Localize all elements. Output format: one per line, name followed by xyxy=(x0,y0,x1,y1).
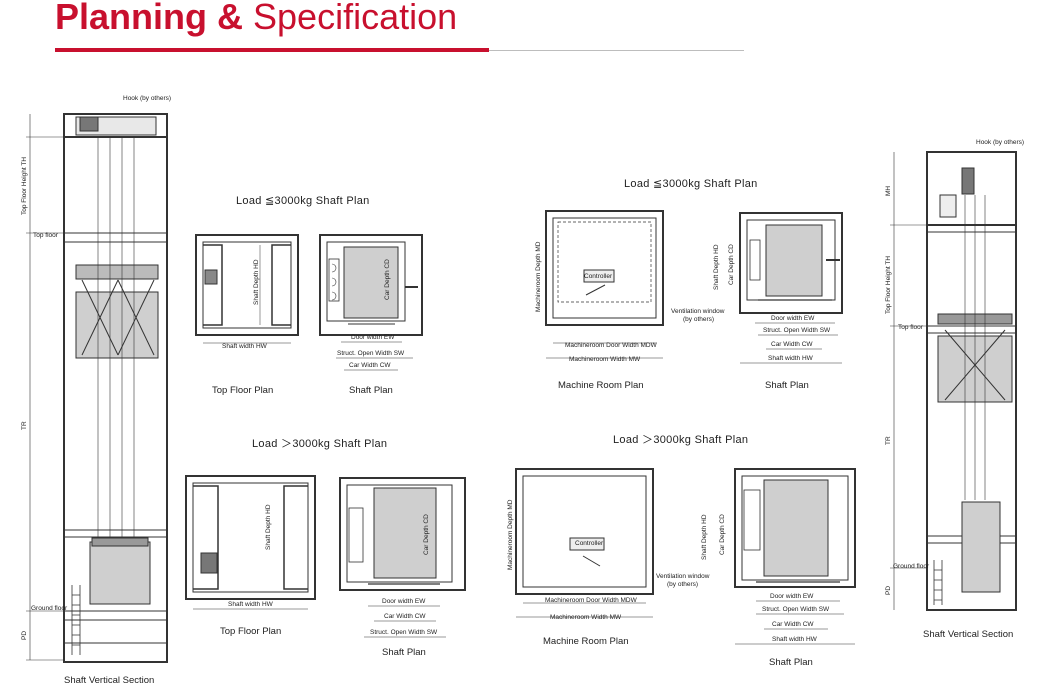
heading-gt-right: Load ＞3000kg Shaft Plan xyxy=(613,434,748,446)
page-title-bold: Planning & xyxy=(55,0,243,37)
md-label-1: Machineroom Depth MD xyxy=(535,241,542,312)
title-accent-rule xyxy=(55,48,489,52)
machine-room-plan-le: Machineroom Depth MD Controller Ventilat… xyxy=(535,210,725,391)
top-floor-plan-gt: Shaft Depth HD Shaft width HW Top Floor … xyxy=(185,475,316,637)
cd-label-4: Car Depth CD xyxy=(719,514,726,555)
left-hook-label: Hook (by others) xyxy=(123,95,171,102)
left-ground-floor-label: Ground floor xyxy=(31,605,68,612)
caption-shaft-plan-2: Shaft Plan xyxy=(765,380,809,391)
cd-label-2: Car Depth CD xyxy=(728,244,735,285)
caption-shaft-plan-4: Shaft Plan xyxy=(769,657,813,668)
left-upper-car xyxy=(75,291,159,359)
right-th-label: Top Floor Height TH xyxy=(885,256,892,314)
right-pd-label: PD xyxy=(885,586,892,595)
top-floor-plan-le: Shaft Depth HD Shaft width HW Top Floor … xyxy=(195,234,299,396)
mdw-label-1: Machineroom Door Width MDW xyxy=(565,342,658,349)
ew-label-3: Door width EW xyxy=(382,598,426,605)
ew-label-4: Door width EW xyxy=(770,593,814,600)
caption-top-floor-plan-1: Top Floor Plan xyxy=(212,385,273,396)
hw-label-1: Shaft width HW xyxy=(222,343,268,350)
left-th-label: Top Floor Height TH xyxy=(21,157,28,215)
right-tr-label: TR xyxy=(885,436,892,445)
heading-le-right: Load ≦3000kg Shaft Plan xyxy=(624,178,758,190)
left-pd-label: PD xyxy=(21,631,28,640)
ew-label-2: Door width EW xyxy=(771,315,815,322)
sw-label-3: Struct. Open Width SW xyxy=(370,629,438,636)
caption-shaft-plan-1: Shaft Plan xyxy=(349,385,393,396)
sw-label-2: Struct. Open Width SW xyxy=(763,327,831,334)
shaft-plan-gt-left: Car Depth CD Door width EW Car Width CW … xyxy=(339,477,466,658)
vent-label-1: Ventilation window xyxy=(671,308,725,315)
shaft-plan-gt-right: Shaft Depth HD Car Depth CD Door width E… xyxy=(701,468,856,668)
shaft-plan-le-left: Car Depth CD Door width EW Struct. Open … xyxy=(319,234,423,396)
right-ground-floor-label: Ground floor xyxy=(893,563,930,570)
by-others-label-2: (by others) xyxy=(667,581,698,588)
mw-label-2: Machineroom Width MW xyxy=(550,614,622,621)
right-lower-car xyxy=(961,501,1001,593)
right-hook-label: Hook (by others) xyxy=(976,139,1024,146)
cw-label-4: Car Width CW xyxy=(772,621,814,628)
shaft-plan-le-right: Shaft Depth HD Car Depth CD Door width E… xyxy=(713,212,843,391)
mw-label-1: Machineroom Width MW xyxy=(569,356,641,363)
page-title-light: Specification xyxy=(253,0,458,37)
heading-le-left: Load ≦3000kg Shaft Plan xyxy=(236,195,370,207)
hd-label-1: Shaft Depth HD xyxy=(253,259,260,305)
page-title: Planning & Specification xyxy=(55,0,457,40)
left-section-caption: Shaft Vertical Section xyxy=(64,675,154,686)
controller-label-2: Controller xyxy=(575,540,604,547)
right-section-caption: Shaft Vertical Section xyxy=(923,629,1013,640)
cw-label-2: Car Width CW xyxy=(771,341,813,348)
sw-label-4: Struct. Open Width SW xyxy=(762,606,830,613)
mdw-label-2: Machineroom Door Width MDW xyxy=(545,597,638,604)
by-others-label-1: (by others) xyxy=(683,316,714,323)
caption-shaft-plan-3: Shaft Plan xyxy=(382,647,426,658)
right-mh-label: MH xyxy=(885,186,892,196)
left-vertical-section: Hook (by others) Top Floor Height TH Top… xyxy=(21,95,171,686)
title-divider xyxy=(489,50,744,51)
hw-label-2: Shaft width HW xyxy=(768,355,814,362)
heading-gt-left: Load ＞3000kg Shaft Plan xyxy=(252,438,387,450)
right-vertical-section: Hook (by others) MH Top Floor Height TH … xyxy=(885,139,1024,640)
hd-label-4: Shaft Depth HD xyxy=(701,514,708,560)
cd-label-3: Car Depth CD xyxy=(423,514,430,555)
cw-label-3: Car Width CW xyxy=(384,613,426,620)
left-tr-label: TR xyxy=(21,421,28,430)
caption-machine-room-plan-1: Machine Room Plan xyxy=(558,380,644,391)
cd-label-1: Car Depth CD xyxy=(384,259,391,300)
hd-label-2: Shaft Depth HD xyxy=(713,244,720,290)
right-traction-machine xyxy=(961,167,975,195)
sw-label-1: Struct. Open Width SW xyxy=(337,350,405,357)
hw-label-4: Shaft width HW xyxy=(772,636,818,643)
hd-label-3: Shaft Depth HD xyxy=(265,504,272,550)
controller-label-1: Controller xyxy=(584,273,613,280)
right-top-floor-label: Top floor xyxy=(898,324,924,331)
left-top-floor-label: Top floor xyxy=(33,232,59,239)
left-top-frame xyxy=(75,264,159,280)
ew-label-1: Door width EW xyxy=(351,334,395,341)
left-traction-machine xyxy=(79,116,99,132)
vent-label-2: Ventilation window xyxy=(656,573,710,580)
cw-label-1: Car Width CW xyxy=(349,362,391,369)
left-lower-car xyxy=(89,541,151,605)
machine-room-plan-gt: Machineroom Depth MD Controller Ventilat… xyxy=(507,468,710,647)
md-label-2: Machineroom Depth MD xyxy=(507,499,514,570)
caption-machine-room-plan-2: Machine Room Plan xyxy=(543,636,629,647)
hw-label-3: Shaft width HW xyxy=(228,601,274,608)
caption-top-floor-plan-2: Top Floor Plan xyxy=(220,626,281,637)
